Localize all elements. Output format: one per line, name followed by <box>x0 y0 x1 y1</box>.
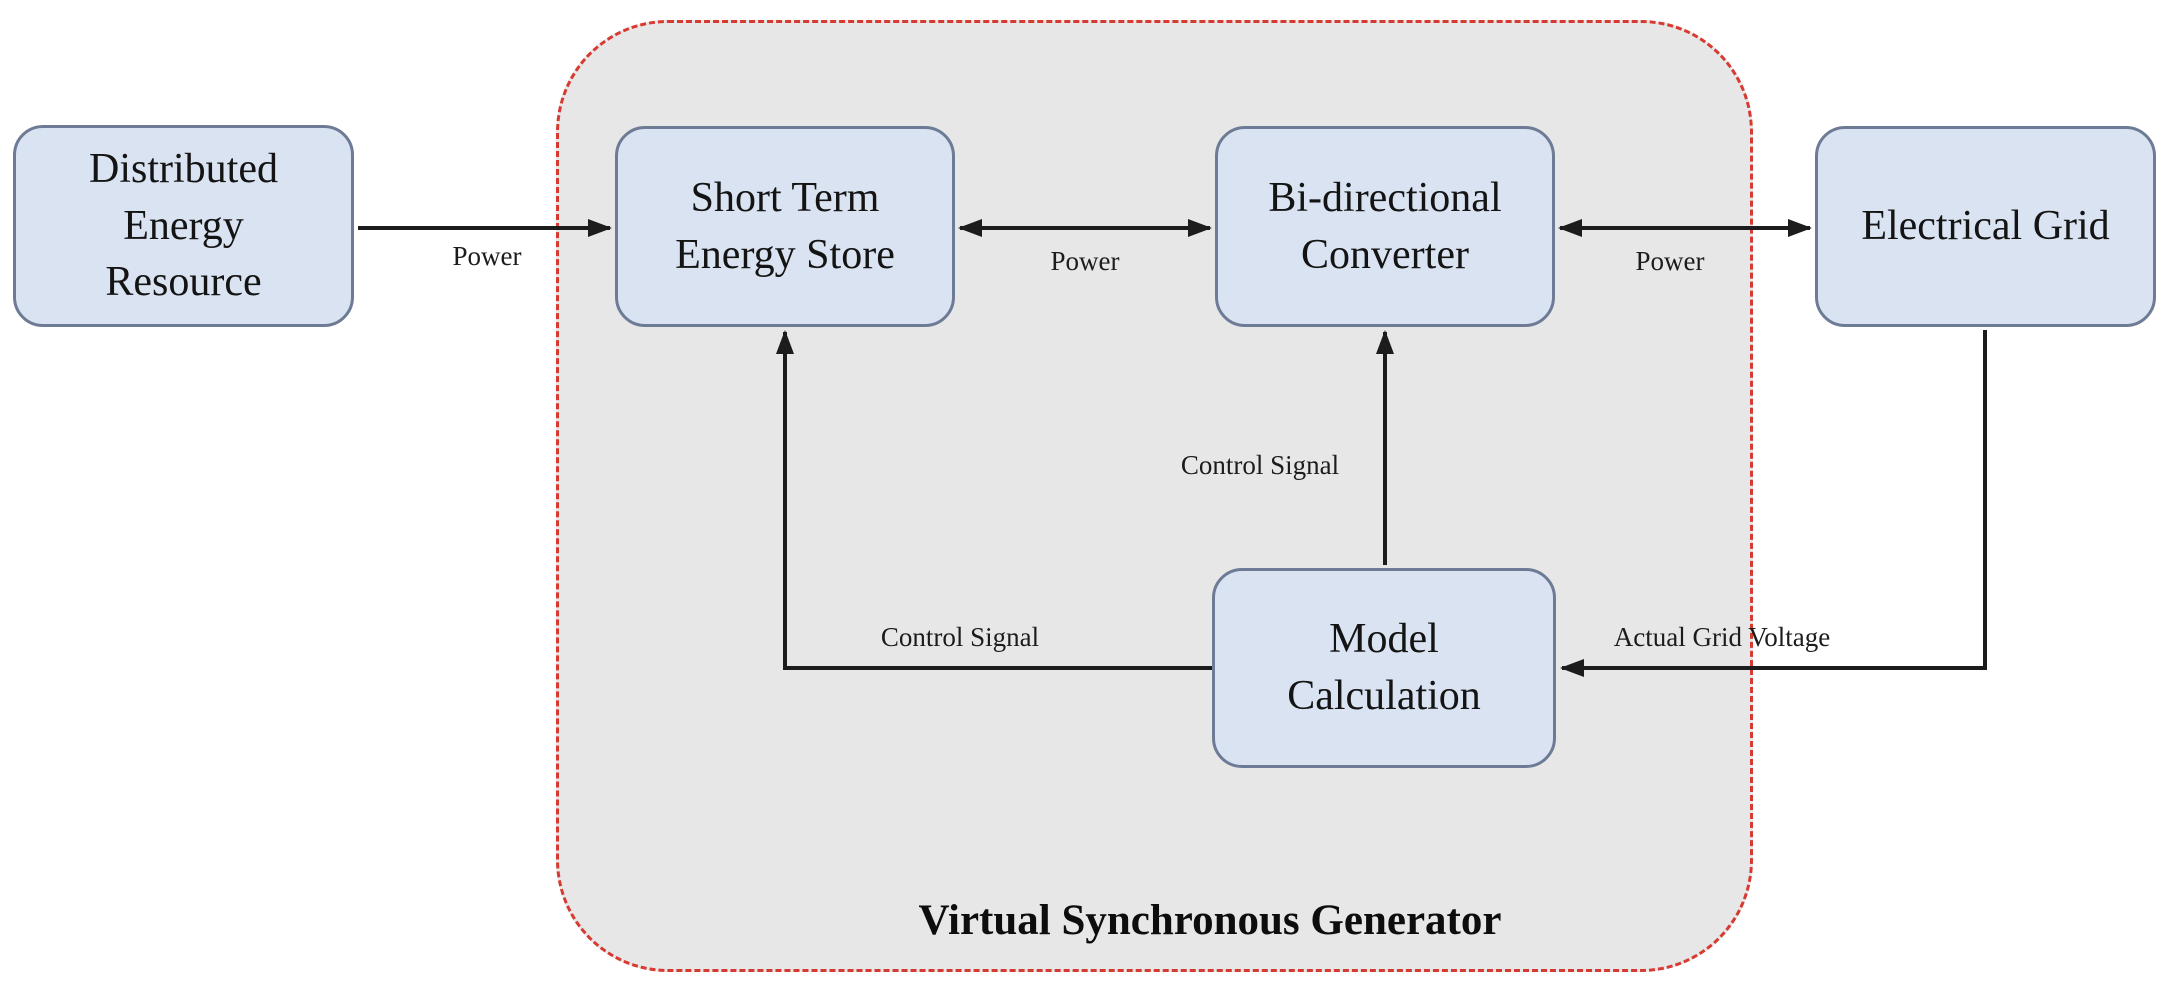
node-short-term-energy-store: Short Term Energy Store <box>615 126 955 327</box>
vsg-title: Virtual Synchronous Generator <box>918 897 1502 944</box>
edge-label-power-der-store: Power <box>452 241 522 271</box>
node-label: Distributed Energy Resource <box>89 145 278 306</box>
edge-label-control-signal-converter: Control Signal <box>1180 450 1340 480</box>
node-label: Electrical Grid <box>1861 203 2110 250</box>
node-electrical-grid: Electrical Grid <box>1815 126 2156 327</box>
node-label: Bi-directional Converter <box>1268 174 1502 278</box>
node-label: Short Term Energy Store <box>675 174 895 278</box>
edge-label-power-converter-grid: Power <box>1635 246 1705 276</box>
edge-label-actual-grid-voltage: Actual Grid Voltage <box>1613 622 1831 652</box>
edge-label-control-signal-store: Control Signal <box>880 622 1040 652</box>
node-bi-directional-converter: Bi-directional Converter <box>1215 126 1555 327</box>
node-model-calculation: Model Calculation <box>1212 568 1556 768</box>
edge-label-power-store-converter: Power <box>1050 246 1120 276</box>
node-label: Model Calculation <box>1287 616 1481 719</box>
node-distributed-energy-resource: Distributed Energy Resource <box>13 125 354 327</box>
